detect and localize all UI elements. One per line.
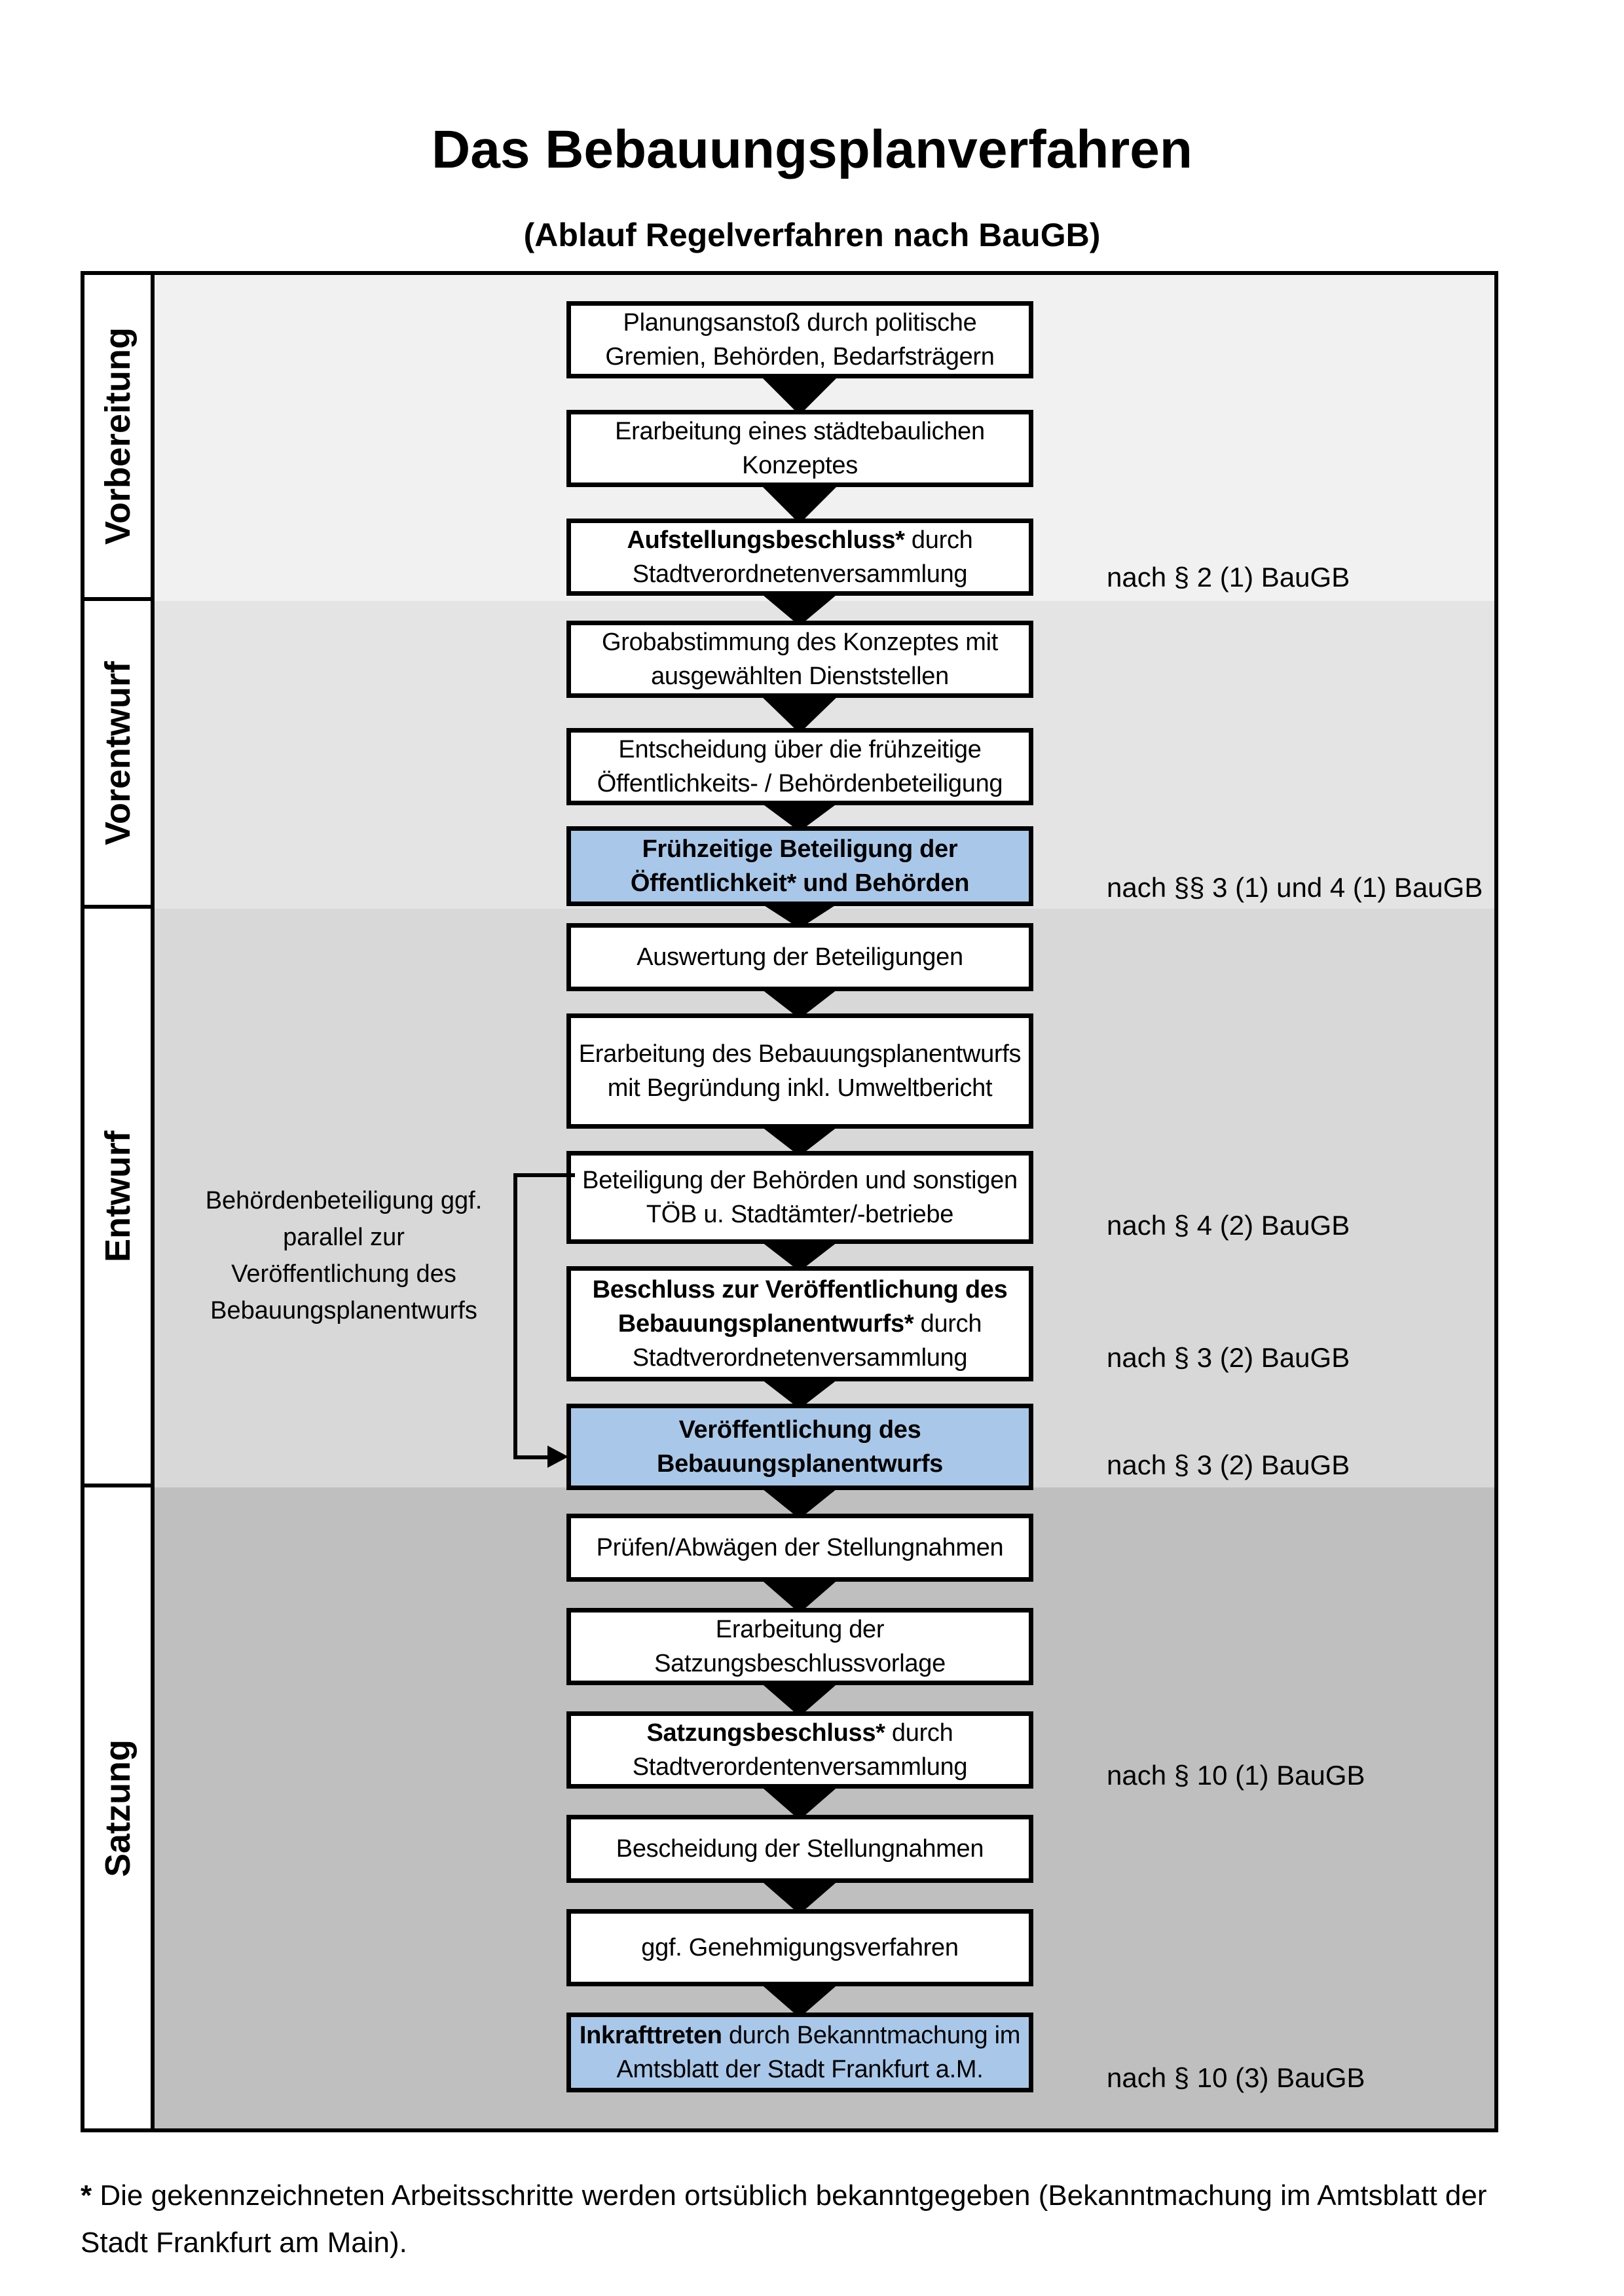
page-subtitle: (Ablauf Regelverfahren nach BauGB): [523, 217, 1101, 253]
phase-label-text: Satzung: [98, 1739, 138, 1877]
flow-step-box: ggf. Genehmigungsverfahren: [566, 1909, 1033, 1986]
flow-step-box: Auswertung der Beteiligungen: [566, 923, 1033, 991]
phase-label-satzung: Satzung: [84, 1487, 151, 2128]
parallel-procedure-note: Behördenbeteiligung ggf. parallel zur Ve…: [205, 1187, 483, 1324]
bracket-vertical-line: [513, 1173, 517, 1459]
flow-arrow-down-icon: [759, 1982, 840, 2018]
flow-arrow-down-icon: [759, 1785, 840, 1820]
parallel-branch-arrow-icon: [547, 1446, 568, 1468]
flow-arrow-down-icon: [759, 1681, 840, 1717]
flow-arrow-down-icon: [759, 483, 840, 524]
phase-label-text: Entwurf: [98, 1130, 138, 1262]
flow-step-box-highlighted: Frühzeitige Beteiligung der Öffentlichke…: [566, 826, 1033, 906]
flow-arrow-down-icon: [759, 694, 840, 733]
flow-step-text: Erarbeitung des Bebauungsplanentwurfs mi…: [578, 1040, 1022, 1102]
bracket-bottom-line: [513, 1455, 550, 1459]
flow-step-box-highlighted: Veröffentlichung des Bebauungsplanentwur…: [566, 1404, 1033, 1490]
phase-label-vorbereitung: Vorbereitung: [84, 275, 151, 601]
flow-step-box: Beteiligung der Behörden und sonstigen T…: [566, 1151, 1033, 1244]
footnote: * Die gekennzeichneten Arbeitsschritte w…: [81, 2172, 1528, 2267]
flow-step-box: Erarbeitung des Bebauungsplanentwurfs mi…: [566, 1013, 1033, 1129]
flow-step-text: Auswertung der Beteiligungen: [637, 943, 963, 971]
flow-step-text: Frühzeitige Beteiligung der Öffentlichke…: [630, 835, 970, 897]
flow-step-box: Beschluss zur Veröffentlichung des Bebau…: [566, 1266, 1033, 1381]
flow-step-box: Prüfen/Abwägen der Stellungnahmen: [566, 1514, 1033, 1582]
flow-step-box: Erarbeitung der Satzungsbeschlussvorlage: [566, 1608, 1033, 1685]
flow-step-text: Entscheidung über die frühzeitige Öffent…: [597, 736, 1003, 797]
flow-step-text: Erarbeitung eines städtebaulichen Konzep…: [615, 418, 985, 479]
law-reference-annotation: nach §§ 3 (1) und 4 (1) BauGB: [1107, 872, 1483, 903]
flow-chain-layer: Planungsanstoß durch politische Gremien,…: [155, 275, 1494, 2128]
flow-step-box: Planungsanstoß durch politische Gremien,…: [566, 301, 1033, 378]
flow-step-box: Grobabstimmung des Konzeptes mit ausgewä…: [566, 621, 1033, 698]
flow-step-text: Aufstellungsbeschluss* durch Stadtverord…: [627, 526, 973, 588]
page-title: Das Bebauungsplanverfahren: [432, 120, 1192, 179]
flow-arrow-down-icon: [759, 1486, 840, 1519]
phase-label-entwurf: Entwurf: [84, 909, 151, 1487]
law-reference-annotation: nach § 10 (3) BauGB: [1107, 2062, 1365, 2093]
flow-step-text: Beteiligung der Behörden und sonstigen T…: [582, 1167, 1018, 1228]
law-reference-annotation: nach § 10 (1) BauGB: [1107, 1760, 1365, 1791]
flow-step-text: Grobabstimmung des Konzeptes mit ausgewä…: [601, 629, 999, 690]
footnote-asterisk: *: [81, 2179, 92, 2212]
law-reference-annotation: nach § 3 (2) BauGB: [1107, 1342, 1350, 1373]
flow-step-text: Prüfen/Abwägen der Stellungnahmen: [596, 1534, 1004, 1561]
flow-arrow-down-icon: [759, 592, 840, 626]
flow-step-box: Bescheidung der Stellungnahmen: [566, 1815, 1033, 1883]
flow-step-text: Planungsanstoß durch politische Gremien,…: [605, 309, 995, 371]
bracket-top-line: [513, 1173, 575, 1177]
flow-arrow-down-icon: [759, 374, 840, 415]
flow-step-box-highlighted: Inkrafttreten durch Bekanntmachung im Am…: [566, 2013, 1033, 2092]
phase-label-vorentwurf: Vorentwurf: [84, 601, 151, 909]
flow-step-box: Entscheidung über die frühzeitige Öffent…: [566, 728, 1033, 805]
flow-step-box: Erarbeitung eines städtebaulichen Konzep…: [566, 410, 1033, 487]
law-reference-annotation: nach § 2 (1) BauGB: [1107, 562, 1350, 592]
flow-step-text: Veröffentlichung des Bebauungsplanentwur…: [656, 1416, 944, 1478]
flow-step-text: Bescheidung der Stellungnahmen: [616, 1835, 984, 1863]
flow-step-text: Satzungsbeschluss* durch Stadtverordente…: [632, 1719, 968, 1781]
law-reference-annotation: nach § 3 (2) BauGB: [1107, 1449, 1350, 1480]
flow-arrow-down-icon: [759, 1578, 840, 1613]
flow-step-text: Inkrafttreten durch Bekanntmachung im Am…: [579, 2022, 1021, 2083]
flow-step-box: Aufstellungsbeschluss* durch Stadtverord…: [566, 519, 1033, 596]
phase-label-text: Vorbereitung: [98, 327, 138, 545]
flow-step-text: Erarbeitung der Satzungsbeschlussvorlage: [654, 1616, 946, 1677]
flow-step-text: ggf. Genehmigungsverfahren: [641, 1934, 959, 1961]
diagram-content-area: Planungsanstoß durch politische Gremien,…: [155, 275, 1494, 2128]
flow-step-text: Beschluss zur Veröffentlichung des Bebau…: [592, 1276, 1008, 1372]
flow-step-box: Satzungsbeschluss* durch Stadtverordente…: [566, 1711, 1033, 1789]
flow-arrow-down-icon: [759, 1879, 840, 1914]
footnote-text: Die gekennzeichneten Arbeitsschritte wer…: [81, 2179, 1487, 2259]
phase-label-text: Vorentwurf: [98, 661, 138, 845]
law-reference-annotation: nach § 4 (2) BauGB: [1107, 1210, 1350, 1241]
